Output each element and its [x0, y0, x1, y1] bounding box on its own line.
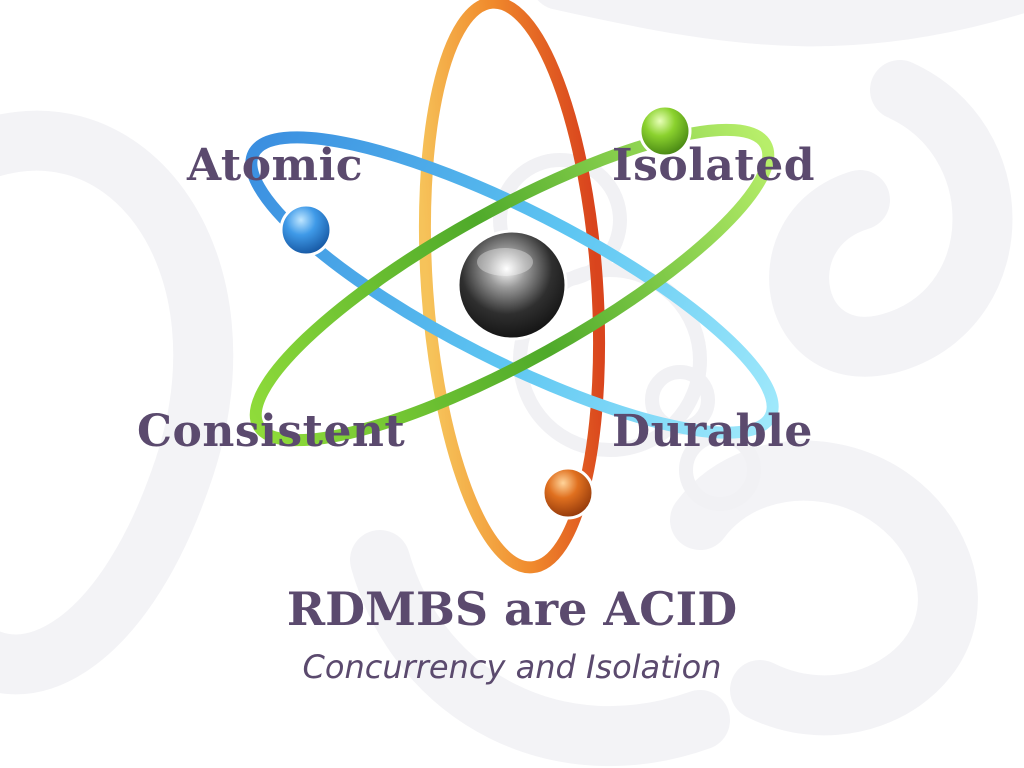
label-atomic: Atomic — [187, 140, 364, 191]
label-consistent: Consistent — [137, 406, 406, 457]
orbit-green — [249, 123, 775, 447]
slide-subtitle: Concurrency and Isolation — [302, 648, 722, 686]
electron-green-icon — [638, 104, 692, 158]
label-isolated: Isolated — [612, 140, 816, 191]
label-durable: Durable — [612, 406, 813, 457]
orbit-blue — [245, 131, 779, 439]
slide-title: RDMBS are ACID — [286, 582, 738, 636]
electron-orange-icon — [541, 466, 595, 520]
electron-blue-icon — [279, 203, 333, 257]
nucleus-icon — [456, 229, 568, 341]
orbit-orange — [418, 0, 606, 574]
